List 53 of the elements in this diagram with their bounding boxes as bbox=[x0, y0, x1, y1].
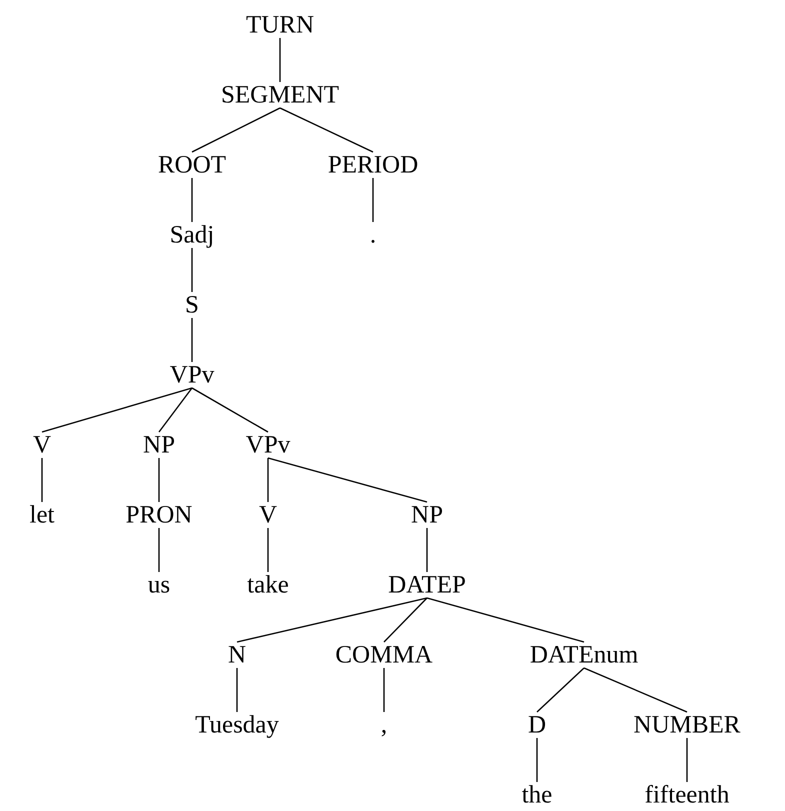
tree-branch bbox=[158, 388, 193, 432]
tree-node-label: VPv bbox=[170, 362, 214, 388]
tree-branch bbox=[192, 387, 268, 433]
tree-node-label: NP bbox=[143, 432, 175, 458]
tree-node-label: S bbox=[185, 292, 199, 318]
tree-branch bbox=[158, 528, 160, 572]
tree-node-label: Tuesday bbox=[195, 712, 279, 738]
tree-branch bbox=[426, 597, 584, 643]
tree-node-label: D bbox=[528, 712, 546, 738]
tree-node-label: the bbox=[522, 782, 552, 808]
tree-node-label: take bbox=[247, 572, 289, 598]
tree-branch bbox=[686, 738, 688, 782]
tree-node-label: SEGMENT bbox=[220, 82, 340, 108]
tree-node-label: . bbox=[370, 222, 376, 248]
tree-branch bbox=[268, 457, 428, 503]
tree-branch bbox=[191, 178, 193, 222]
tree-branch bbox=[158, 458, 160, 502]
tree-branch bbox=[267, 458, 269, 502]
tree-node-label: TURN bbox=[246, 12, 314, 38]
tree-branch bbox=[584, 667, 688, 713]
tree-node-label: fifteenth bbox=[644, 782, 730, 808]
tree-branch bbox=[236, 597, 428, 643]
tree-branch bbox=[236, 668, 238, 712]
tree-branch bbox=[384, 598, 428, 642]
tree-node-label: PRON bbox=[126, 502, 192, 528]
tree-node-label: DATEP bbox=[388, 572, 466, 598]
tree-node-label: VPv bbox=[246, 432, 290, 458]
tree-node-label: PERIOD bbox=[328, 152, 418, 178]
tree-node-label: Sadj bbox=[170, 222, 214, 248]
tree-node-label: NP bbox=[411, 502, 443, 528]
tree-branch bbox=[191, 248, 193, 292]
tree-branch bbox=[192, 107, 280, 153]
tree-branch bbox=[42, 387, 192, 433]
tree-branch bbox=[372, 178, 374, 222]
tree-node-label: NUMBER bbox=[634, 712, 740, 738]
tree-branch bbox=[280, 107, 374, 153]
tree-branch bbox=[41, 458, 43, 502]
tree-node-label: DATEnum bbox=[530, 642, 638, 668]
tree-node-label: COMMA bbox=[335, 642, 433, 668]
tree-node-label: N bbox=[228, 642, 246, 668]
tree-node-label: V bbox=[32, 432, 52, 458]
tree-branch bbox=[536, 738, 538, 782]
tree-branch bbox=[536, 668, 584, 712]
tree-node-label: let bbox=[30, 502, 54, 528]
tree-node-label: ROOT bbox=[158, 152, 226, 178]
tree-node-label: , bbox=[380, 712, 388, 738]
tree-branch bbox=[191, 318, 193, 362]
tree-branch bbox=[426, 528, 428, 572]
tree-node-label: V bbox=[258, 502, 278, 528]
tree-node-label: us bbox=[148, 572, 170, 598]
tree-branch bbox=[279, 38, 281, 82]
tree-branch bbox=[267, 528, 269, 572]
tree-branch bbox=[383, 668, 385, 712]
